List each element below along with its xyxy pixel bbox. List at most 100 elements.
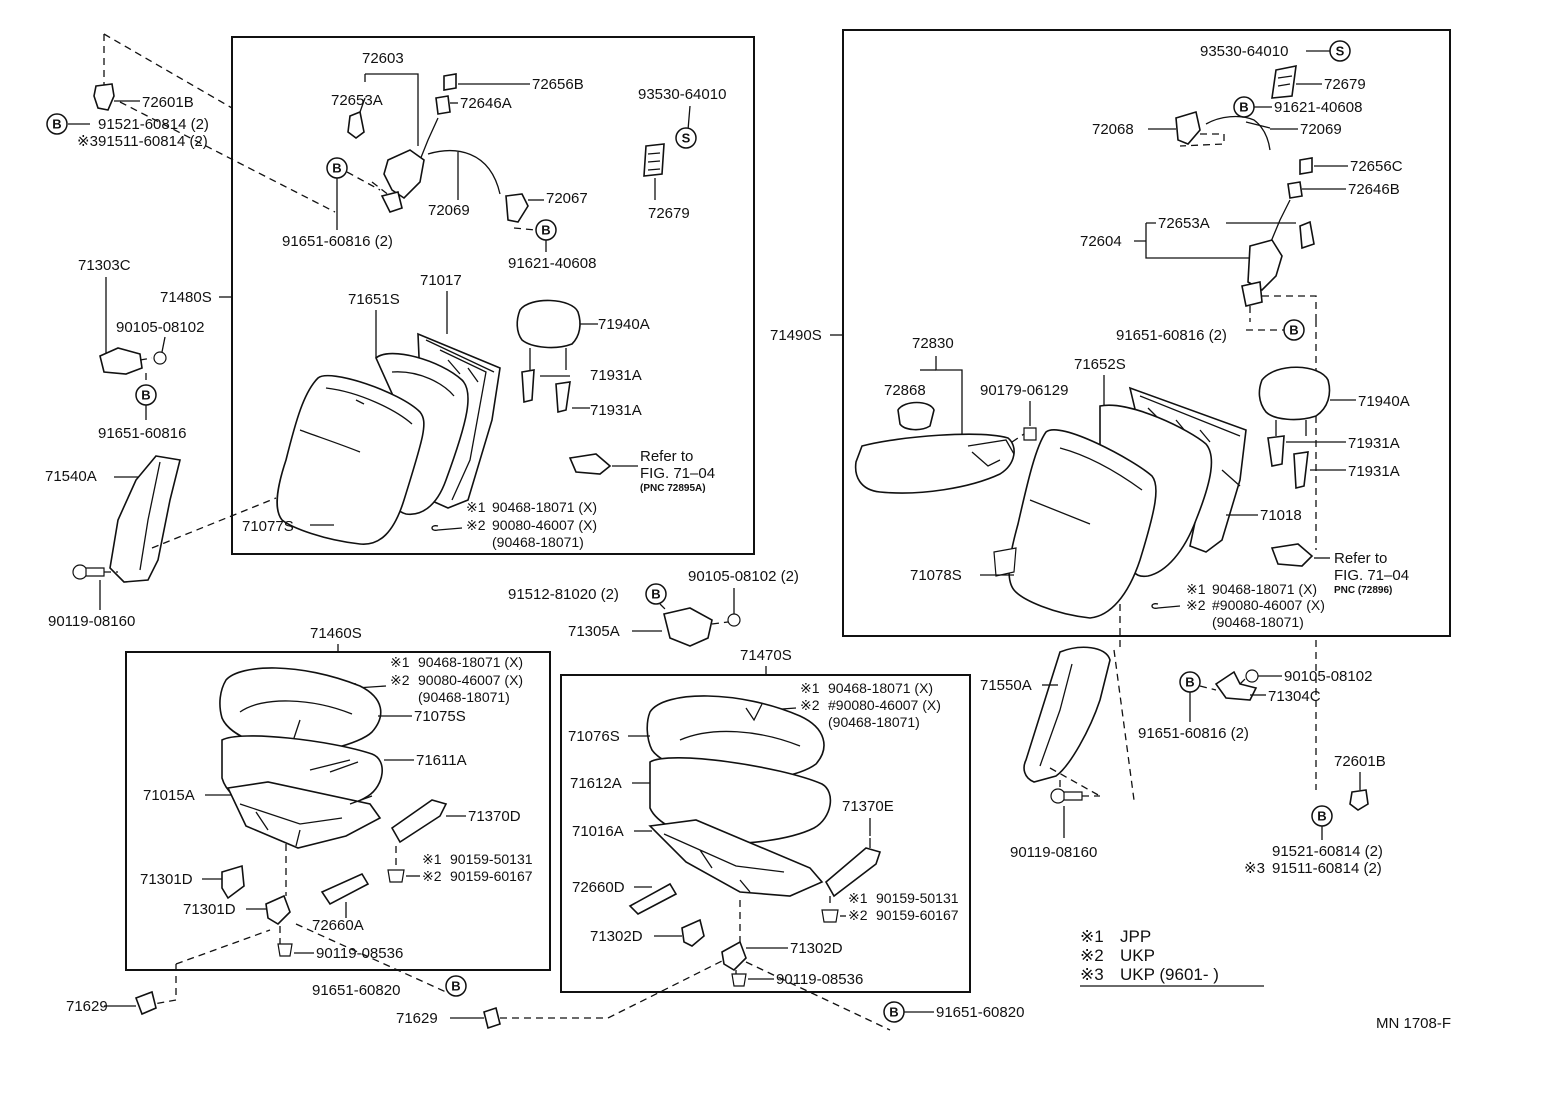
cup-72868	[897, 401, 935, 431]
label-90119-08160-right: 90119-08160	[1010, 844, 1097, 861]
note-right-3: (90468-18071)	[1212, 614, 1304, 630]
label-71075S: 71075S	[414, 708, 466, 725]
cushion-cover-71075S	[219, 667, 382, 754]
lock-assy-72603	[371, 117, 439, 213]
mark1-cushion-left: ※1	[390, 654, 410, 670]
label-91651-60816: 91651-60816	[98, 425, 186, 442]
legend-mark-1: ※1	[1080, 927, 1104, 946]
mark2-right-box: ※2	[1186, 597, 1206, 613]
rear-seat-back-left-box	[231, 36, 755, 555]
label-72069-left: 72069	[428, 202, 470, 219]
refer-right-line1: Refer to	[1334, 550, 1387, 567]
pad-72679-left	[643, 143, 665, 200]
escutcheon-72646A	[435, 95, 458, 115]
hinge-72601B-right	[1349, 789, 1369, 811]
bracket-71301D-2	[265, 844, 291, 944]
bolt-c-2: 90159-60167	[450, 868, 533, 884]
label-72601B-left: 72601B	[142, 94, 194, 111]
label-71629-mid: 71629	[396, 1010, 438, 1027]
svg-text:B: B	[1289, 323, 1298, 338]
rail-71370E	[824, 838, 882, 898]
note-c-1: 90468-18071 (X)	[418, 654, 523, 670]
svg-text:B: B	[1239, 100, 1248, 115]
note-right-2: #90080-46007 (X)	[1212, 597, 1325, 613]
refer-left-line1: Refer to	[640, 448, 693, 465]
reference-code: MN 1708-F	[1376, 1015, 1451, 1032]
bushing-90179	[1011, 427, 1037, 443]
label-71304C: 71304C	[1268, 688, 1321, 705]
b-badge-91651-60816-right: B	[1246, 319, 1317, 550]
lock-assy-72604	[1241, 199, 1317, 322]
label-71612A: 71612A	[570, 775, 622, 792]
label-71940A-left: 71940A	[598, 316, 650, 333]
nut-90159-right	[821, 896, 846, 923]
refer-right-line2: FIG. 71–04	[1334, 567, 1409, 584]
label-91621-left: 91621-40608	[508, 255, 596, 272]
label-71651S: 71651S	[348, 291, 400, 308]
b-badge-91651-60820-left: B	[445, 975, 467, 997]
label-91651-60816-2-left: 91651-60816 (2)	[282, 233, 393, 250]
refer-left-line3: (PNC 72895A)	[640, 483, 706, 494]
mark2-bolt-right: ※2	[848, 907, 868, 923]
bracket-71303C	[99, 347, 167, 375]
trim-71540A	[109, 455, 277, 583]
knob-72656B	[443, 73, 530, 91]
legend-mark-3: ※3	[1080, 965, 1104, 984]
seat-back-cover-71077S	[276, 374, 425, 545]
knob-72656C	[1299, 157, 1348, 175]
label-90105-08102-2: 90105-08102 (2)	[688, 568, 799, 585]
note-c-3: (90468-18071)	[418, 689, 510, 705]
cover-72660D	[628, 882, 678, 915]
label-72653A-right: 72653A	[1158, 215, 1210, 232]
label-71931A-right-2: 71931A	[1348, 463, 1400, 480]
mark1-bolt-right: ※1	[848, 890, 868, 906]
bracket-71302D-1	[681, 918, 705, 947]
svg-text:B: B	[451, 979, 460, 994]
b-badge-91621-right: B	[1233, 96, 1272, 118]
label-71015A: 71015A	[143, 787, 195, 804]
svg-text:S: S	[1336, 44, 1345, 59]
note-right-1: 90468-18071 (X)	[1212, 581, 1317, 597]
label-93530-left: 93530-64010	[638, 86, 726, 103]
escutcheon-72646B	[1287, 181, 1346, 199]
note-c-2: 90080-46007 (X)	[418, 672, 523, 688]
headrest-71940A-right	[1258, 366, 1356, 436]
label-72646A: 72646A	[460, 95, 512, 112]
b-badge-91521-right: B	[1311, 805, 1333, 840]
label-71302D-2: 71302D	[790, 940, 843, 957]
label-91521-left: 91521-60814 (2)	[98, 116, 209, 133]
label-90119-08536-left: 90119-08536	[316, 945, 403, 962]
label-71016A: 71016A	[572, 823, 624, 840]
label-72067: 72067	[546, 190, 588, 207]
label-72604: 72604	[1080, 233, 1122, 250]
mark1-left-box: ※1	[466, 499, 486, 515]
mark2-left-box: ※2	[466, 517, 486, 533]
label-72653A-left: 72653A	[331, 92, 383, 109]
label-71540A: 71540A	[45, 468, 97, 485]
bracket-71305A	[663, 607, 741, 647]
label-71301D-1: 71301D	[140, 871, 193, 888]
latch-72653A-right	[1299, 220, 1315, 250]
legend-ukp-9601: UKP (9601- )	[1120, 965, 1219, 984]
legend-ukp: UKP	[1120, 946, 1155, 965]
label-71305A: 71305A	[568, 623, 620, 640]
cover-72660A	[320, 872, 370, 918]
label-91511-right: 91511-60814 (2)	[1272, 860, 1382, 877]
svg-text:B: B	[141, 388, 150, 403]
svg-text:B: B	[1317, 809, 1326, 824]
label-71931A-right-1: 71931A	[1348, 435, 1400, 452]
label-91651-60816-2-right: 91651-60816 (2)	[1116, 327, 1227, 344]
armrest-72830	[854, 433, 1015, 494]
label-72603: 72603	[362, 50, 404, 67]
label-91521-right: 91521-60814 (2)	[1272, 843, 1383, 860]
cushion-frame-71015A	[226, 781, 382, 849]
label-91651-60820-left: 91651-60820	[312, 982, 400, 999]
bracket-72068	[1175, 110, 1225, 147]
note-left-3: (90468-18071)	[492, 534, 584, 550]
cushion-frame-71016A	[648, 819, 824, 897]
bolt-d-2: 90159-60167	[876, 907, 959, 923]
label-90105-08102-left: 90105-08102	[116, 319, 204, 336]
svg-text:B: B	[52, 117, 61, 132]
label-72068: 72068	[1092, 121, 1134, 138]
